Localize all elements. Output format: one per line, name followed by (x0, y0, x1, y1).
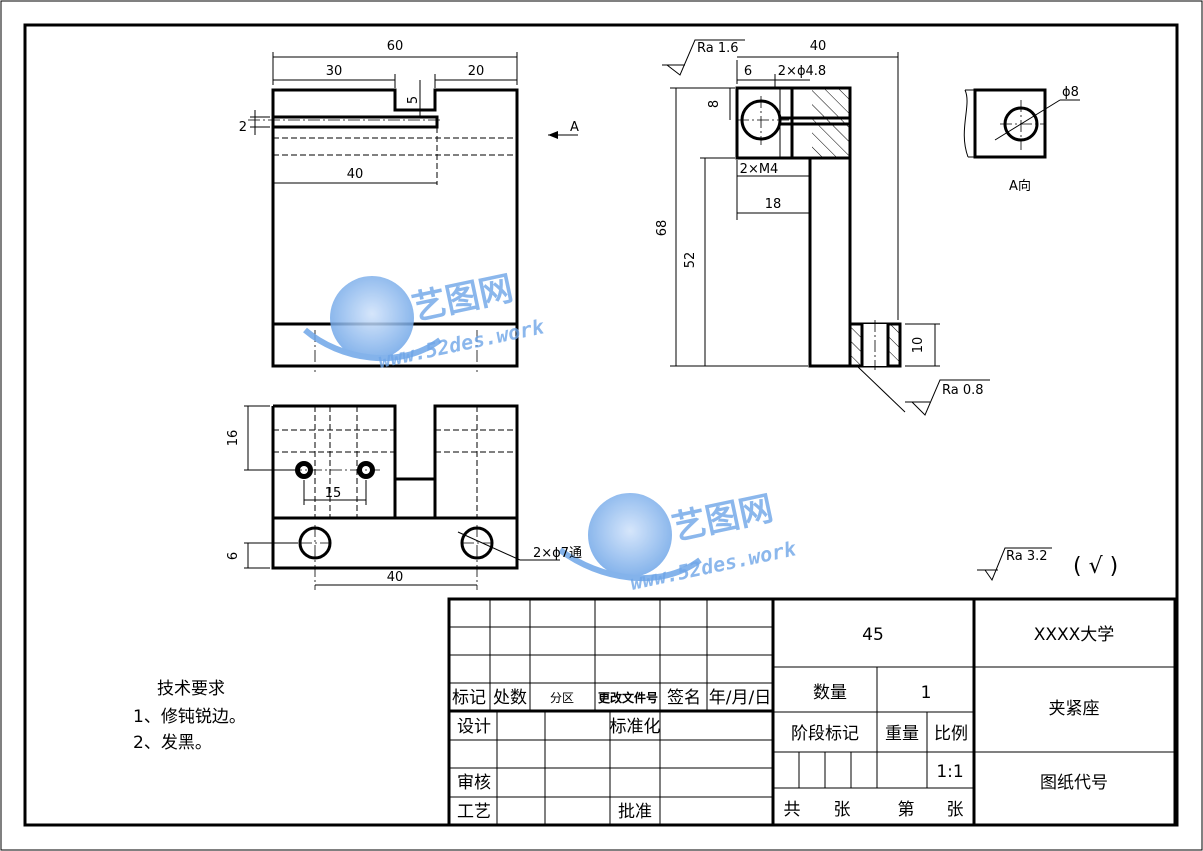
dim-6: 6 (744, 64, 752, 79)
quantity-value: 1 (921, 683, 932, 703)
dim-40-top: 40 (347, 167, 364, 182)
dim-10: 10 (911, 337, 926, 354)
tech-req-title: 技术要求 (157, 679, 225, 699)
drawing-code: 图纸代号 (1040, 773, 1108, 793)
dim-20: 20 (468, 64, 485, 79)
holes-callout: 2×ϕ7通 (533, 546, 582, 561)
dim-40-side: 40 (810, 39, 827, 54)
material: 45 (862, 625, 884, 645)
roughness-bottom: Ra 0.8 (942, 383, 984, 398)
watermark-brand-2: 艺图网 (669, 488, 777, 548)
standardize-label: 标准化 (610, 717, 661, 737)
sheet-total-label: 共 (784, 800, 801, 820)
watermark-url-2: www.52des.work (628, 536, 799, 595)
process-label: 工艺 (457, 802, 491, 822)
dim-thread: 2×M4 (740, 162, 779, 177)
dim-52: 52 (683, 252, 698, 269)
rev-header-date: 年/月/日 (709, 688, 771, 708)
aux-view-a (963, 88, 1080, 159)
rev-header-sign: 签名 (667, 688, 701, 708)
dim-68: 68 (655, 220, 670, 237)
watermark-url-1: www.52des.work (376, 314, 547, 373)
sheet-unit-2: 张 (947, 800, 964, 820)
rev-header-doc: 更改文件号 (598, 690, 658, 705)
title-block (447, 597, 1177, 827)
design-label: 设计 (457, 717, 491, 737)
roughness-top: Ra 1.6 (697, 41, 739, 56)
sheet-num-label: 第 (898, 800, 915, 820)
quantity-label: 数量 (813, 683, 847, 703)
dim-60: 60 (387, 39, 404, 54)
rev-header-mark: 标记 (452, 688, 486, 708)
dim-40-bottom: 40 (387, 570, 404, 585)
dim-8: 8 (707, 100, 722, 108)
dim-16: 16 (226, 430, 241, 447)
general-roughness-label: Ra 3.2 (1006, 549, 1048, 564)
part-name: 夹紧座 (1049, 699, 1100, 719)
review-label: 审核 (457, 773, 491, 793)
aux-view-label: A向 (1009, 178, 1031, 194)
stage-label: 阶段标记 (791, 724, 859, 744)
dim-6-bottom: 6 (226, 552, 241, 560)
tech-req-item-2: 2、发黑。 (133, 733, 212, 753)
scale-value: 1:1 (936, 762, 963, 782)
aux-hole-dim: ϕ8 (1062, 85, 1079, 100)
view-arrow-label: A (570, 120, 579, 135)
watermark-1 (303, 276, 442, 362)
approve-label: 批准 (618, 802, 652, 822)
rev-header-zone: 分区 (550, 691, 574, 705)
weight-label: 重量 (885, 724, 919, 744)
bottom-view (244, 404, 560, 590)
watermark-brand-1: 艺图网 (409, 268, 517, 328)
school-name: XXXX大学 (1034, 625, 1115, 645)
dim-holes: 2×ϕ4.8 (778, 64, 826, 79)
dim-5: 5 (406, 96, 421, 104)
general-roughness (977, 547, 1052, 582)
general-roughness-symbol: ( √ ) (1073, 554, 1118, 579)
sheet-unit-1: 张 (834, 800, 851, 820)
side-view (662, 39, 990, 416)
dim-15: 15 (325, 486, 342, 501)
dim-30: 30 (326, 64, 343, 79)
tech-req-item-1: 1、修钝锐边。 (133, 707, 246, 727)
scale-label: 比例 (934, 724, 968, 744)
watermark-2 (558, 493, 702, 582)
dim-2: 2 (239, 120, 247, 135)
rev-header-count: 处数 (493, 688, 527, 708)
dim-18: 18 (765, 197, 782, 212)
